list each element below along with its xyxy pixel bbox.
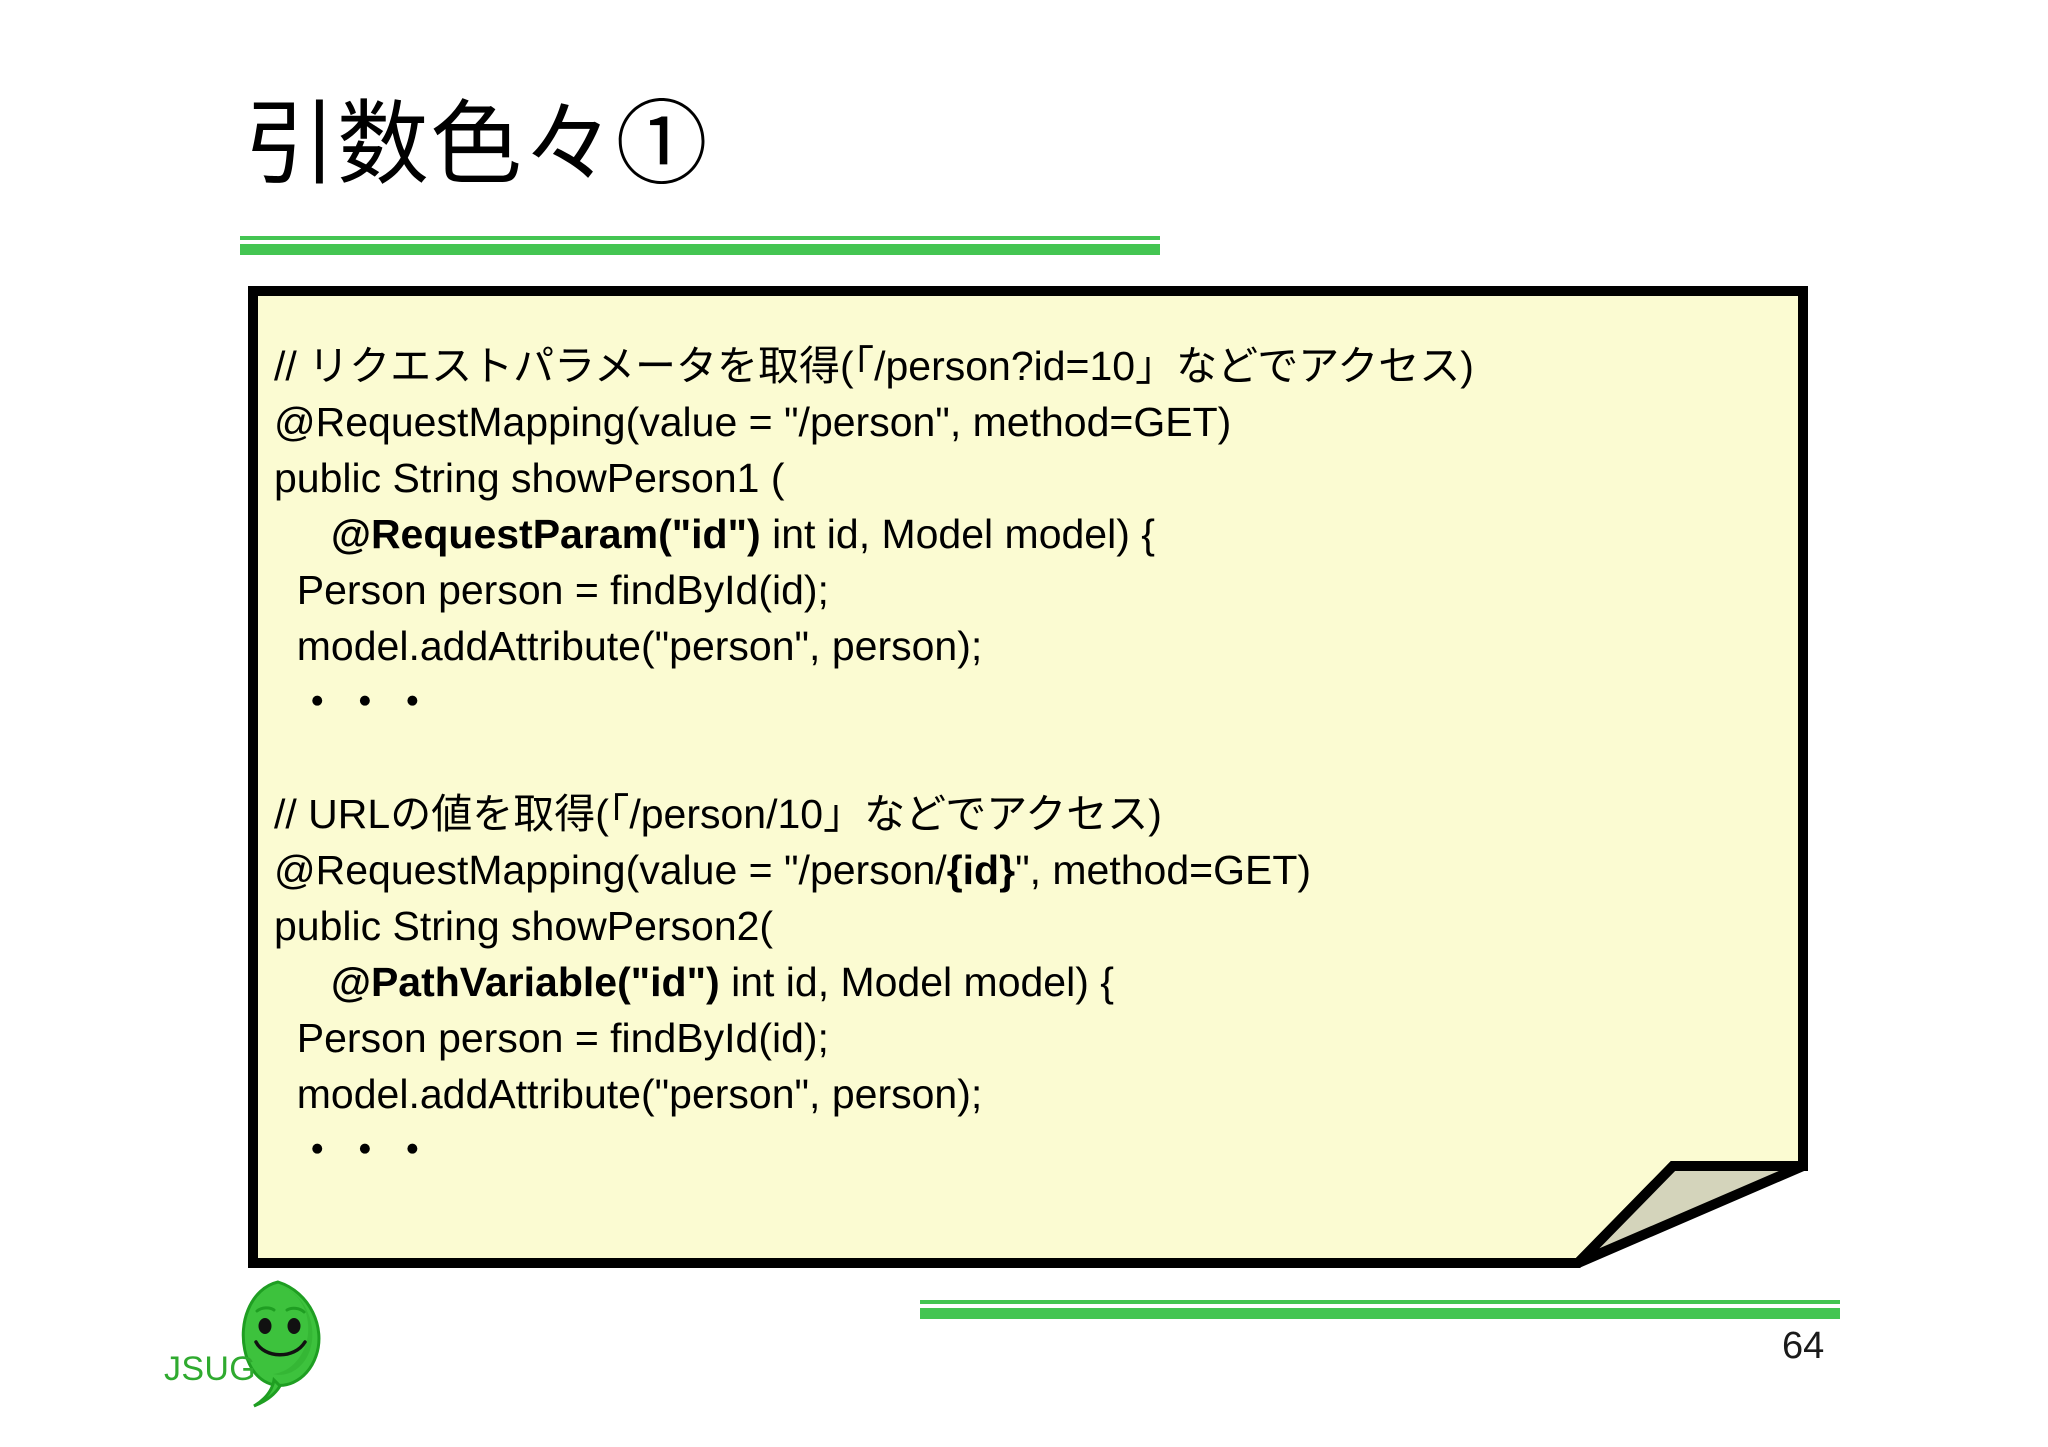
note-fold-corner-shape bbox=[1574, 1161, 1805, 1268]
footer-rule-gap bbox=[920, 1304, 1840, 1308]
code-line: model.addAttribute("person", person); bbox=[274, 618, 1792, 674]
code-line: // URLの値を取得(「/person/10」などでアクセス) bbox=[274, 786, 1792, 842]
jsug-leaf-icon bbox=[241, 1280, 321, 1408]
code-line: @RequestMapping(value = "/person", metho… bbox=[274, 394, 1792, 450]
code-token: model.addAttribute("person", person); bbox=[274, 623, 983, 669]
code-token: // リクエストパラメータを取得(「/person?id=10」などでアクセス) bbox=[274, 343, 1474, 389]
footer-rule-thick-line bbox=[920, 1308, 1840, 1319]
code-line: ・・・ bbox=[274, 674, 1792, 730]
code-token: public String showPerson2( bbox=[274, 903, 774, 949]
jsug-wordmark: JSUG bbox=[164, 1350, 257, 1388]
code-token-emphasis: @RequestParam("id") bbox=[330, 511, 761, 557]
code-token bbox=[274, 679, 297, 725]
code-token-emphasis: ・・・ bbox=[296, 1127, 440, 1173]
code-note-panel: // リクエストパラメータを取得(「/person?id=10」などでアクセス)… bbox=[248, 286, 1808, 1268]
code-line: Person person = findById(id); bbox=[274, 562, 1792, 618]
code-token: public String showPerson1 ( bbox=[274, 455, 785, 501]
code-token bbox=[274, 1127, 297, 1173]
leaf-right-eyebrow-icon bbox=[285, 1306, 306, 1314]
code-line: model.addAttribute("person", person); bbox=[274, 1066, 1792, 1122]
code-token-emphasis: {id} bbox=[946, 847, 1016, 893]
code-token: int id, Model model) { bbox=[760, 511, 1155, 557]
leaf-right-eye-icon bbox=[287, 1318, 301, 1334]
code-token bbox=[274, 959, 331, 1005]
code-token: int id, Model model) { bbox=[719, 959, 1114, 1005]
code-line: // リクエストパラメータを取得(「/person?id=10」などでアクセス) bbox=[274, 338, 1792, 394]
footer-rule-thin-line bbox=[920, 1300, 1840, 1304]
code-token bbox=[274, 511, 331, 557]
code-token: // URLの値を取得(「/person/10」などでアクセス) bbox=[274, 791, 1162, 837]
page-title: 引数色々① bbox=[244, 94, 709, 196]
leaf-shadow-shape bbox=[273, 1286, 313, 1375]
code-block: // リクエストパラメータを取得(「/person?id=10」などでアクセス)… bbox=[274, 338, 1792, 1178]
code-token: model.addAttribute("person", person); bbox=[274, 1071, 983, 1117]
code-line: Person person = findById(id); bbox=[274, 1010, 1792, 1066]
title-underline-rule bbox=[240, 236, 1160, 255]
page-number: 64 bbox=[1782, 1325, 1825, 1367]
code-line: @PathVariable("id") int id, Model model)… bbox=[274, 954, 1792, 1010]
title-rule-gap bbox=[240, 240, 1160, 244]
title-rule-thick-line bbox=[240, 244, 1160, 255]
code-line bbox=[274, 730, 1792, 786]
code-token: ", method=GET) bbox=[1015, 847, 1312, 893]
leaf-left-eye-icon bbox=[258, 1318, 272, 1334]
code-token-emphasis: ・・・ bbox=[296, 679, 440, 725]
code-line: public String showPerson1 ( bbox=[274, 450, 1792, 506]
code-line: ・・・ bbox=[274, 1122, 1792, 1178]
code-token: Person person = findById(id); bbox=[274, 567, 829, 613]
leaf-smile-icon bbox=[254, 1340, 307, 1357]
code-token: Person person = findById(id); bbox=[274, 1015, 829, 1061]
code-line: @RequestParam("id") int id, Model model)… bbox=[274, 506, 1792, 562]
code-token: @RequestMapping(value = "/person/ bbox=[274, 847, 947, 893]
leaf-stem-shape bbox=[253, 1376, 282, 1408]
code-line: @RequestMapping(value = "/person/{id}", … bbox=[274, 842, 1792, 898]
jsug-logo: JSUG bbox=[160, 1276, 360, 1416]
code-line: public String showPerson2( bbox=[274, 898, 1792, 954]
code-token: @RequestMapping(value = "/person", metho… bbox=[274, 399, 1232, 445]
footer-rule bbox=[920, 1300, 1840, 1319]
code-token-emphasis: @PathVariable("id") bbox=[330, 959, 720, 1005]
leaf-left-eyebrow-icon bbox=[255, 1306, 276, 1313]
title-rule-thin-line bbox=[240, 236, 1160, 240]
